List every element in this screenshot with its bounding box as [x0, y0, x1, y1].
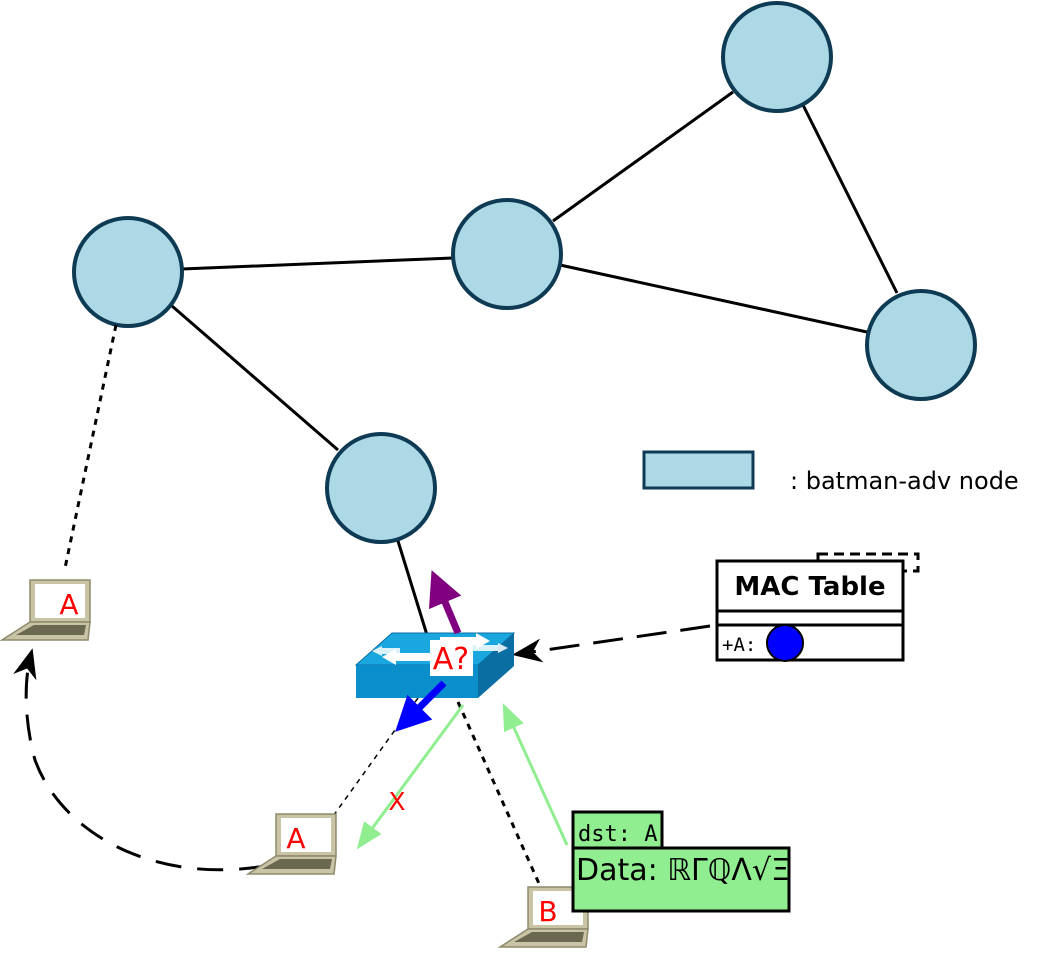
- incoming-data-arrow: [502, 703, 569, 846]
- packet-data: Data: ℝΓℚΛ√Ξ: [576, 853, 790, 888]
- mesh-link: [552, 90, 734, 223]
- mac-entry-node: [766, 624, 804, 662]
- laptop-label-b: B: [538, 895, 557, 928]
- laptop-icon: B: [499, 886, 589, 948]
- data-packet: dst: A Data: ℝΓℚΛ√Ξ: [571, 810, 791, 913]
- laptop-label-a-local: A: [286, 822, 305, 855]
- batman-node: [72, 216, 184, 328]
- legend-label: : batman-adv node: [790, 467, 1019, 495]
- laptop-label-a-remote: A: [59, 588, 78, 621]
- local-client-link-a: [325, 697, 419, 827]
- drop-marker: X: [388, 787, 405, 816]
- switch-label: A?: [433, 642, 469, 677]
- mesh-link: [181, 256, 454, 271]
- roaming-arrow: [13, 648, 266, 872]
- legend-swatch: [642, 450, 755, 490]
- mesh-links: [171, 90, 899, 452]
- mesh-link: [559, 263, 868, 334]
- node-switch-link: [396, 540, 429, 636]
- mac-table-entry: +A:: [722, 634, 756, 656]
- flood-arrow: [428, 570, 462, 635]
- remote-client-link: [63, 324, 118, 569]
- batman-node: [721, 1, 833, 113]
- mac-table: MAC Table +A:: [715, 552, 920, 662]
- local-client-link-b: [456, 701, 543, 889]
- batman-node: [865, 289, 977, 401]
- laptop-icon: A: [1, 579, 91, 641]
- mac-table-title: MAC Table: [734, 572, 885, 602]
- forward-arrow: [395, 680, 447, 732]
- mesh-link: [801, 104, 899, 294]
- packet-header: dst: A: [578, 822, 657, 847]
- batman-node: [451, 198, 563, 310]
- batman-node: [325, 432, 437, 544]
- legend: : batman-adv node: [642, 450, 1019, 495]
- lookup-arrow: [512, 624, 711, 663]
- batman-nodes: [72, 1, 977, 544]
- mesh-link: [171, 304, 339, 452]
- switch-icon: A?: [354, 632, 516, 698]
- dropped-data-arrow: [356, 704, 465, 850]
- laptop-icon: A: [247, 813, 337, 875]
